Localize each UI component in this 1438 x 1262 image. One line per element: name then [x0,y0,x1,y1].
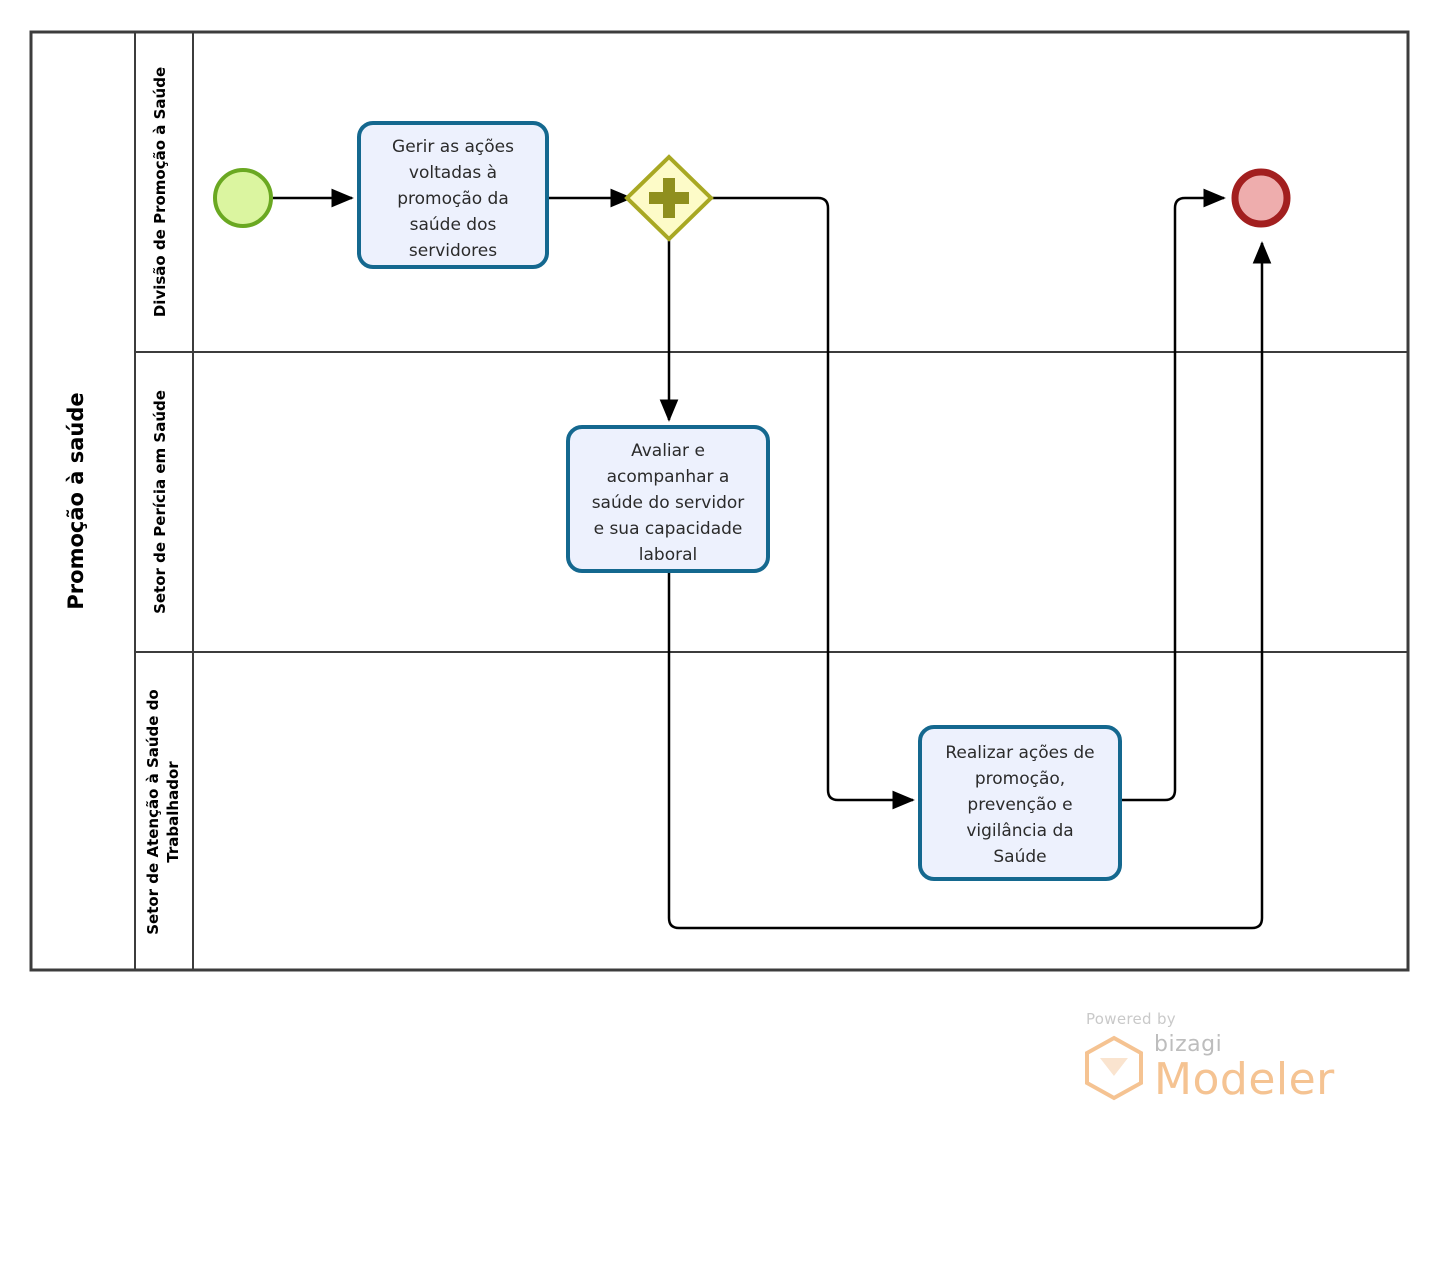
task-avaliar-label-line-4: e sua capacidade [594,519,743,539]
task-realizar-label-line-1: Realizar ações de [945,743,1094,763]
task-gerir-label-line-2: voltadas à [409,163,497,183]
task-realizar-box [918,725,1122,881]
task-realizar-acoes[interactable]: Realizar ações de promoção, prevenção e … [918,725,1122,881]
bizagi-hexagon-icon [1085,1035,1143,1101]
task-avaliar-box [566,425,770,573]
task-realizar-label-line-3: prevenção e [967,795,1072,815]
lane-label-line-1: Setor de Atenção à Saúde do [144,689,162,935]
lane-label-divisao-promocao-saude: Divisão de Promoção à Saúde [151,67,169,317]
flow-gateway-to-realizar[interactable] [708,196,915,810]
task-realizar-label-line-5: Saúde [993,847,1046,867]
lane-label-setor-atencao-saude-trabalhador: Setor de Atenção à Saúde do Trabalhador [144,689,182,935]
flow-avaliar-to-end[interactable] [667,241,1272,930]
bizagi-text: bizagi [1154,1032,1223,1057]
task-avaliar-acompanhar[interactable]: Avaliar e acompanhar a saúde do servidor… [566,425,770,573]
task-realizar-label-line-4: vigilância da [966,821,1073,841]
flow-realizar-to-end[interactable] [1122,188,1226,802]
lane-label-setor-pericia-saude: Setor de Perícia em Saúde [151,390,169,614]
start-event[interactable] [213,168,273,228]
bizagi-wordmark: bizagi Modeler [1154,1034,1335,1102]
task-gerir-label-line-5: servidores [409,241,497,261]
task-avaliar-label-line-3: saúde do servidor [592,493,745,513]
modeler-text: Modeler [1154,1054,1335,1105]
start-event-circle [213,168,273,228]
sequence-flows [273,188,1272,930]
powered-by-label: Powered by [1086,1010,1176,1028]
task-gerir-label-line-1: Gerir as ações [392,137,514,157]
task-realizar-label-line-2: promoção, [975,769,1065,789]
end-event[interactable] [1231,168,1291,228]
bizagi-logo-row: bizagi Modeler [1078,1032,1348,1104]
bizagi-branding: Powered by bizagi Modeler [1078,1010,1348,1110]
parallel-gateway[interactable] [624,154,714,242]
lane-label-line-2: Trabalhador [164,761,182,863]
end-event-circle [1231,168,1291,228]
task-gerir-label-line-4: saúde dos [410,215,497,235]
task-avaliar-label-line-1: Avaliar e [631,441,705,461]
pool[interactable]: Promoção à saúde Divisão de Promoção à S… [29,30,1410,972]
pool-title: Promoção à saúde [64,392,88,609]
task-gerir-acoes[interactable]: Gerir as ações voltadas à promoção da sa… [357,121,549,269]
task-avaliar-label-line-2: acompanhar a [607,467,730,487]
task-gerir-label-line-3: promoção da [397,189,509,209]
pool-border [29,30,1410,972]
task-gerir-box [357,121,549,269]
task-avaliar-label-line-5: laboral [639,545,697,565]
